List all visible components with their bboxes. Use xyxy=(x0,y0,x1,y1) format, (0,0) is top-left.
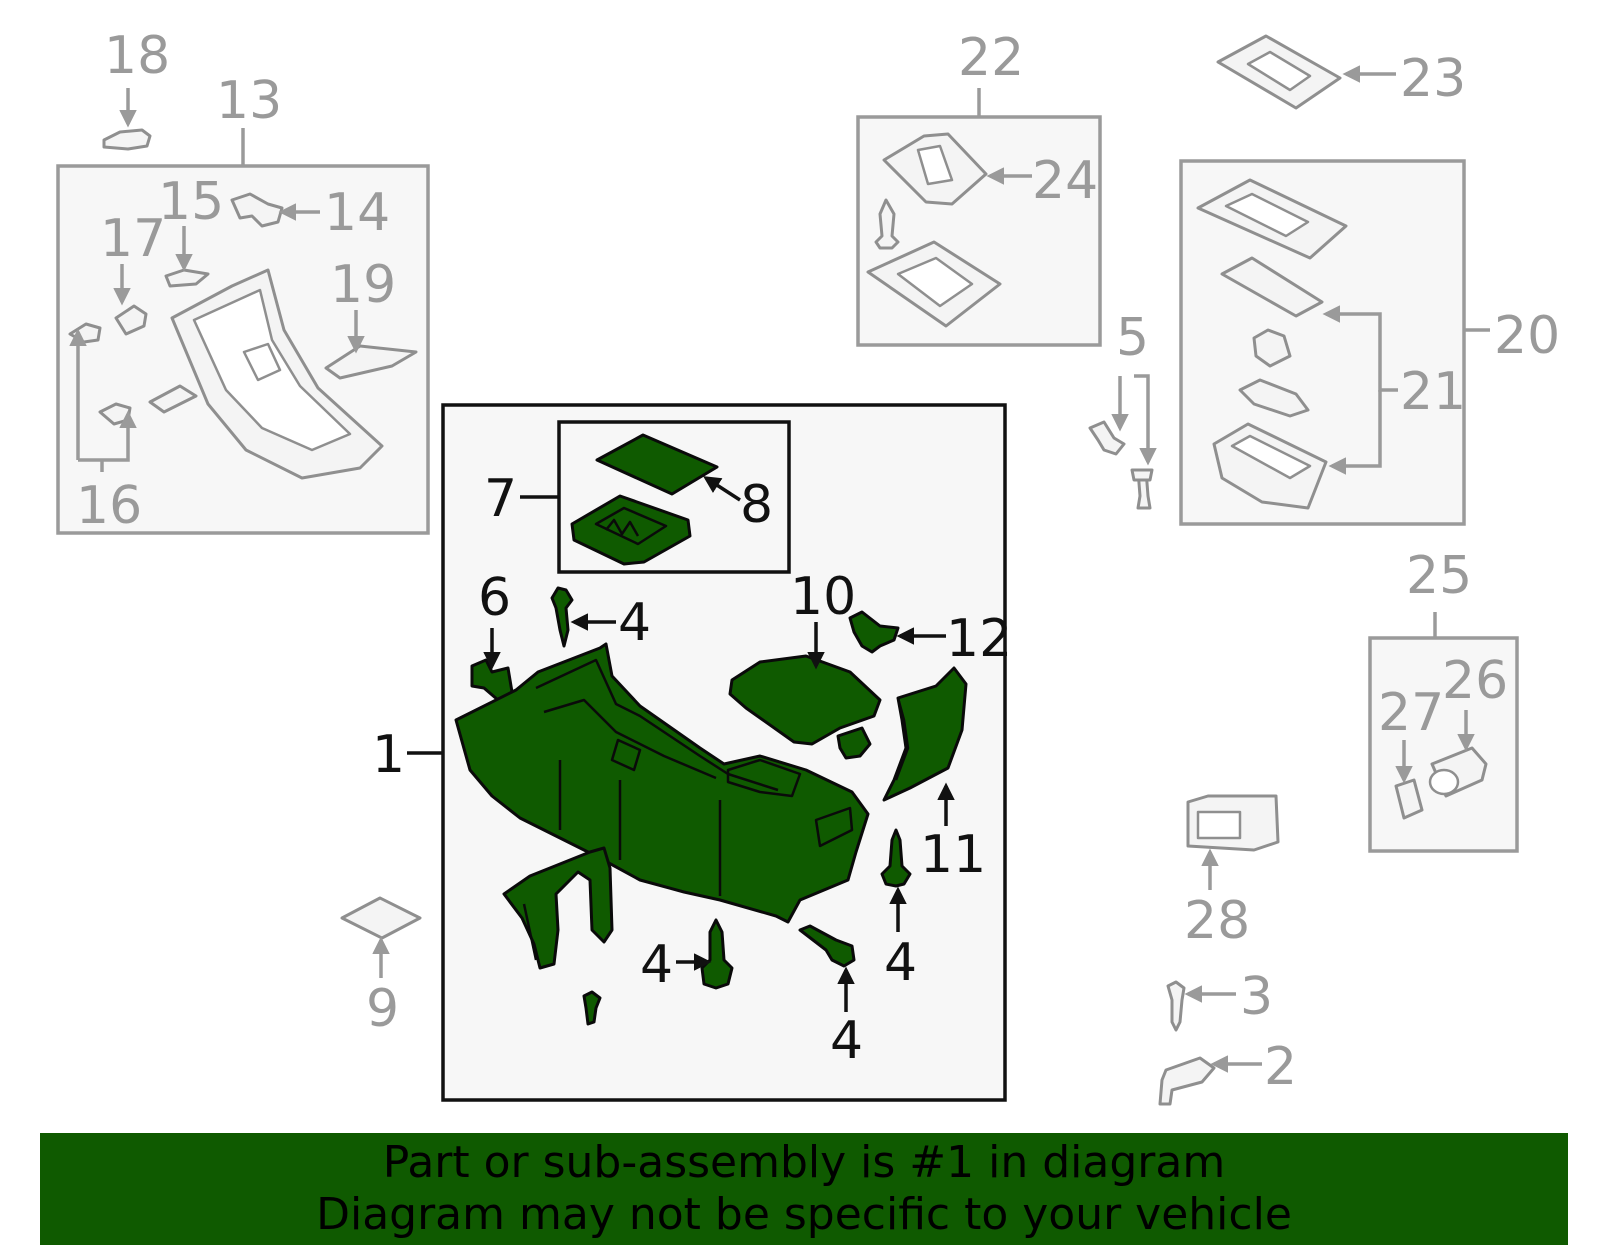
part-4-bolt-top[interactable] xyxy=(550,586,574,648)
box-25-assembly xyxy=(1368,636,1519,853)
callout-28: 28 xyxy=(1184,891,1250,951)
callout-16: 16 xyxy=(76,476,142,536)
callout-14: 14 xyxy=(324,183,390,243)
banner-line-2: Diagram may not be specific to your vehi… xyxy=(316,1189,1292,1240)
callout-8: 8 xyxy=(740,475,773,535)
leader-21b xyxy=(1328,390,1382,475)
banner-line-1: Part or sub-assembly is #1 in diagram xyxy=(382,1137,1226,1188)
callout-22: 22 xyxy=(958,28,1024,88)
part-12-hinge[interactable] xyxy=(848,610,900,654)
part-24-boot[interactable] xyxy=(882,132,988,206)
callout-25: 25 xyxy=(1406,546,1472,606)
part-3-screw[interactable] xyxy=(1166,980,1186,1032)
part-18-clip[interactable] xyxy=(102,128,152,151)
part-4-bolt-bottom-center[interactable] xyxy=(798,924,856,968)
part-13-bezel[interactable] xyxy=(148,268,384,480)
part-10-armrest[interactable] xyxy=(728,654,882,760)
part-26-socket[interactable] xyxy=(1428,746,1488,798)
part-21-tray[interactable] xyxy=(1212,422,1328,510)
part-9-pad[interactable] xyxy=(340,896,422,940)
callout-4-bottom: 4 xyxy=(830,1011,863,1071)
part-23-panel[interactable] xyxy=(1216,34,1342,110)
callout-5: 5 xyxy=(1116,308,1149,368)
part-22-screw[interactable] xyxy=(874,198,900,250)
callout-21: 21 xyxy=(1400,362,1466,422)
callout-18: 18 xyxy=(104,26,170,86)
leader-21a xyxy=(1322,305,1398,392)
part-21-cover[interactable] xyxy=(1238,378,1310,418)
part-21-clip[interactable] xyxy=(1252,328,1292,368)
part-8-mat[interactable] xyxy=(595,433,719,496)
part-1-console[interactable] xyxy=(454,642,870,924)
callout-4-left: 4 xyxy=(640,935,673,995)
part-20-lid-frame[interactable] xyxy=(1196,178,1348,260)
callout-9: 9 xyxy=(366,979,399,1039)
callout-17: 17 xyxy=(100,209,166,269)
part-22-trim[interactable] xyxy=(866,240,1002,328)
leader-8 xyxy=(703,476,741,502)
callout-24: 24 xyxy=(1032,151,1098,211)
callout-20: 20 xyxy=(1494,306,1560,366)
part-4-bolt-mid[interactable] xyxy=(582,990,602,1026)
callout-15: 15 xyxy=(158,172,224,232)
part-5-bolts[interactable] xyxy=(1088,420,1154,510)
callout-2: 2 xyxy=(1264,1037,1297,1097)
part-21-mat[interactable] xyxy=(1220,256,1324,318)
callout-26: 26 xyxy=(1442,651,1508,711)
leader-5b xyxy=(1134,374,1157,466)
part-11-panel[interactable] xyxy=(882,666,968,802)
leader-16b xyxy=(78,410,137,462)
callout-27: 27 xyxy=(1378,683,1444,743)
callout-19: 19 xyxy=(330,255,396,315)
callout-3: 3 xyxy=(1240,967,1273,1027)
callout-23: 23 xyxy=(1400,49,1466,109)
callout-11: 11 xyxy=(920,825,986,885)
callout-13: 13 xyxy=(216,71,282,131)
callout-10: 10 xyxy=(790,567,856,627)
part-4-bolt-right[interactable] xyxy=(880,828,912,888)
callout-1: 1 xyxy=(372,725,405,785)
part-7-tray[interactable] xyxy=(570,494,692,566)
callout-4-top: 4 xyxy=(618,593,651,653)
info-banner: Part or sub-assembly is #1 in diagram Di… xyxy=(40,1133,1568,1245)
callout-4-right: 4 xyxy=(884,933,917,993)
callout-7: 7 xyxy=(484,469,517,529)
callout-12: 12 xyxy=(946,609,1012,669)
part-14-bracket[interactable] xyxy=(230,192,284,228)
callout-6: 6 xyxy=(478,568,511,628)
part-28-switch[interactable] xyxy=(1186,794,1280,852)
part-console-bracket[interactable] xyxy=(502,846,614,970)
part-2-bracket[interactable] xyxy=(1158,1056,1216,1106)
part-17-pad[interactable] xyxy=(114,304,148,336)
